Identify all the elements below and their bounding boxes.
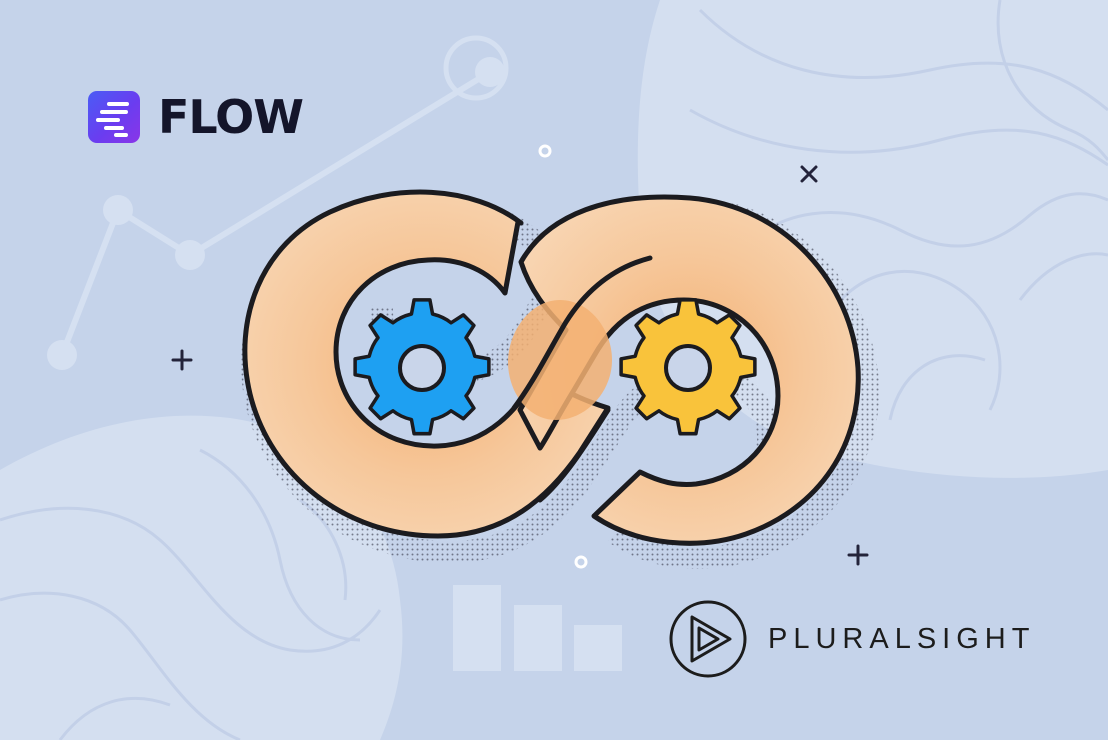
plus-icon <box>847 544 869 566</box>
flow-wordmark: FLOW <box>158 90 304 144</box>
gear-right-icon <box>619 298 757 436</box>
pluralsight-logo: PLURALSIGHT <box>668 598 1035 680</box>
ring-icon <box>574 555 588 569</box>
pluralsight-play-icon <box>669 600 747 678</box>
flow-lines-icon <box>88 91 140 143</box>
background-chart-ring <box>443 35 509 101</box>
background-bar-chart <box>453 585 622 671</box>
plus-icon <box>171 349 193 371</box>
pluralsight-wordmark: PLURALSIGHT <box>768 622 1036 655</box>
contour-lines-right <box>689 0 1108 421</box>
cross-icon <box>800 165 818 183</box>
contour-lines-left <box>0 448 382 740</box>
gear-left-icon <box>353 298 491 436</box>
background-chart-points <box>47 57 505 370</box>
background-line-chart <box>59 69 493 358</box>
ring-icon <box>538 144 552 158</box>
flow-logo: FLOW <box>88 90 304 144</box>
infinity-loop <box>242 189 861 546</box>
